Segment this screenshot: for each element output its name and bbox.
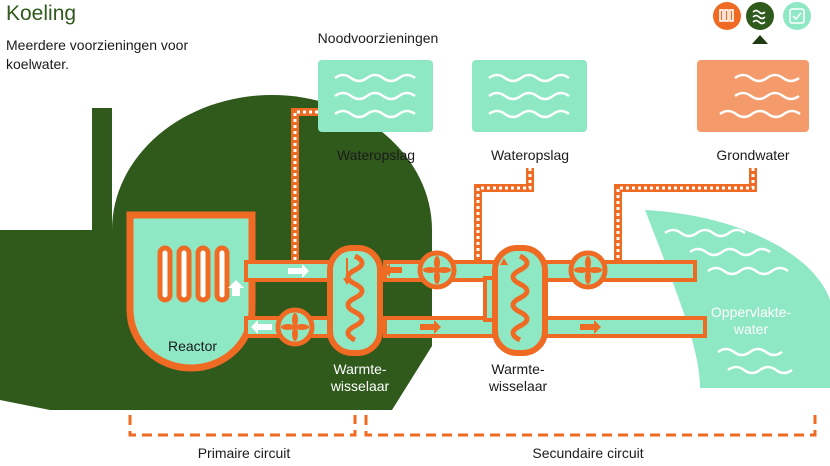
primary-circuit-label: Primaire circuit: [197, 445, 291, 461]
surface-water-label: Oppervlakte- water: [710, 304, 792, 337]
surface-water-waves: [664, 228, 793, 375]
heat-exchanger-1: [327, 245, 383, 356]
circuit-brackets: [128, 415, 817, 437]
page-subtitle: Meerdere voorzieningen voor koelwater.: [6, 37, 189, 72]
emergency-pipes: [291, 108, 757, 265]
groundwater-waves: [719, 73, 801, 119]
nav-icons: [713, 2, 811, 44]
tank-1-waves: [334, 73, 416, 119]
surface-water: [645, 210, 830, 388]
tank-2-waves: [488, 73, 570, 119]
reactor-icon[interactable]: [713, 2, 741, 30]
safety-icon[interactable]: [783, 2, 811, 30]
water-storage-tank-1: [318, 60, 433, 132]
emergency-label: Noodvoorzieningen: [317, 30, 439, 46]
chimney: [92, 108, 112, 248]
heat-exchanger-label-2: Warmte- wisselaar: [488, 361, 548, 394]
groundwater-label: Grondwater: [716, 147, 790, 163]
primary-pump: [275, 307, 315, 347]
water-storage-tank-2: [472, 60, 587, 132]
cooling-icon[interactable]: [746, 2, 774, 44]
fuel-rods: [157, 245, 230, 303]
water-storage-label-2: Wateropslag: [490, 147, 570, 163]
heat-exchanger-label-1: Warmte- wisselaar: [330, 361, 390, 394]
water-storage-label-1: Wateropslag: [336, 147, 416, 163]
secondary-pump-2: [568, 250, 608, 290]
secondary-circuit-label: Secundaire circuit: [532, 445, 644, 461]
heat-exchanger-2: [492, 245, 548, 356]
reactor-label: Reactor: [168, 338, 218, 354]
flow-arrows: [228, 263, 601, 334]
page-title: Koeling: [6, 2, 77, 25]
secondary-pump-1: [417, 250, 457, 290]
